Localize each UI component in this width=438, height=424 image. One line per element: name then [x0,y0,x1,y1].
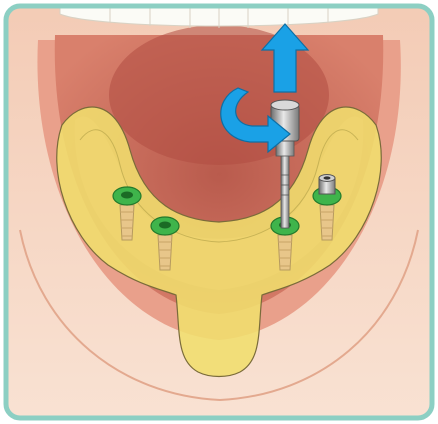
dental-implant-illustration [0,0,438,424]
illustration-frame [0,0,438,424]
